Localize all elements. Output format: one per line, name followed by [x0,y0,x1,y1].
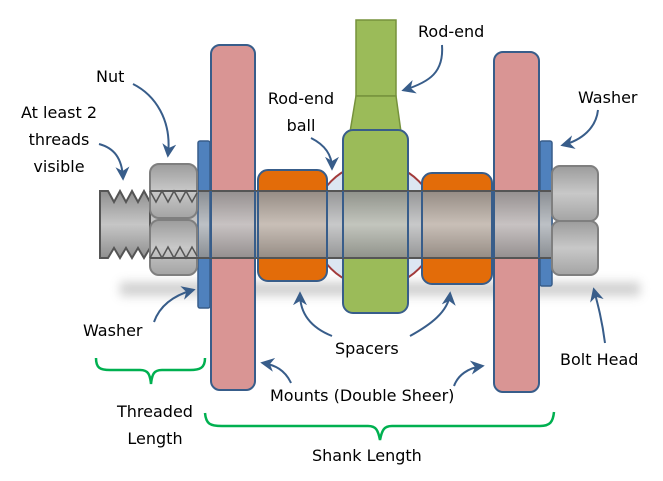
label-spacers: Spacers [335,339,399,358]
arrow-rod-end-ball [310,137,339,171]
rod-end-neck [355,19,397,97]
label-washer-right: Washer [578,88,638,107]
arrow-washer-left [153,286,196,323]
label-bolt-head: Bolt Head [560,350,639,369]
arrow-nut [132,83,177,158]
nut [149,163,208,276]
label-shank-length: Shank Length [312,446,422,465]
label-mounts: Mounts (Double Sheer) [270,386,455,405]
arrow-bolt-head [590,287,606,344]
label-threads-line1: At least 2 [21,103,97,122]
bolt-head [551,165,599,276]
label-threaded-length-line1: Threaded [117,402,193,421]
arrow-rod-end [401,44,444,94]
shank-length-brace [203,411,556,441]
threaded-end [99,188,151,260]
label-rod-end-ball-line1: Rod-end [267,89,335,108]
arrow-washer-right [560,109,599,149]
bolt-shank [150,191,552,258]
rod-end-taper [349,95,402,133]
label-washer-left: Washer [83,321,143,340]
arrow-spacer-right [409,291,456,337]
arrow-mount-left [260,357,292,384]
arrow-spacer-left [293,291,333,337]
threaded-length-brace [94,357,207,385]
label-threads-line3: visible [33,157,85,176]
label-rod-end: Rod-end [418,22,485,41]
label-nut: Nut [96,67,125,86]
label-threaded-length-line2: Length [127,429,183,448]
label-threads-line2: threads [28,130,90,149]
label-rod-end-ball-line2: ball [286,116,316,135]
arrow-threads [98,143,130,181]
arrow-mount-right [453,360,485,387]
